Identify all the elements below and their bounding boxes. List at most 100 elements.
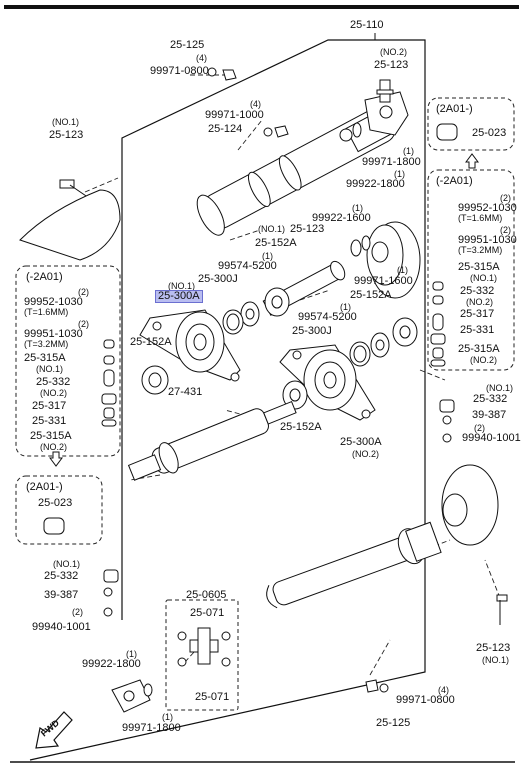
qty-label: (1) bbox=[403, 146, 414, 156]
part-label[interactable]: 25-123 bbox=[374, 59, 409, 71]
group-label-25-0605[interactable]: 25-0605 bbox=[186, 589, 227, 601]
part-label[interactable]: 25-300J bbox=[292, 325, 332, 337]
part-label[interactable]: 25-332 bbox=[460, 285, 495, 297]
part-label[interactable]: 25-023 bbox=[38, 497, 73, 509]
bearing-a bbox=[264, 287, 290, 317]
qty-label: (2) bbox=[474, 423, 485, 433]
bearing-b bbox=[141, 365, 169, 395]
box-left-outline bbox=[15, 265, 121, 457]
qty-label: (4) bbox=[196, 53, 207, 63]
part-label[interactable]: 25-023 bbox=[472, 127, 507, 139]
part-label[interactable]: 99940-1001 bbox=[32, 621, 91, 633]
thickness-note: (T=1.6MM) bbox=[24, 307, 69, 317]
part-label[interactable]: 25-124 bbox=[208, 123, 243, 135]
nut-25124 bbox=[274, 125, 289, 138]
fwd-arrow bbox=[35, 711, 73, 749]
note-label: (NO.1) bbox=[36, 364, 63, 374]
qty-label: (1) bbox=[394, 169, 405, 179]
part-label[interactable]: 25-152A bbox=[130, 336, 172, 348]
part-label[interactable]: 25-315A bbox=[458, 261, 500, 273]
part-label[interactable]: 25-123 bbox=[49, 129, 84, 141]
note-label: (NO.2) bbox=[466, 297, 493, 307]
part-label[interactable]: 25-332 bbox=[44, 570, 79, 582]
part-label[interactable]: 99971-1800 bbox=[122, 722, 181, 734]
part-label[interactable]: 25-317 bbox=[32, 400, 67, 412]
part-label[interactable]: 39-387 bbox=[44, 589, 79, 601]
ujoint-box-outline bbox=[165, 599, 239, 711]
part-label[interactable]: 25-331 bbox=[32, 415, 67, 427]
box-code: (-2A01) bbox=[26, 271, 63, 283]
ring-c bbox=[349, 341, 371, 367]
part-label[interactable]: 99922-1600 bbox=[312, 212, 371, 224]
part-label[interactable]: 25-315A bbox=[30, 430, 72, 442]
note-label: (NO.1) bbox=[482, 655, 509, 665]
qty-label: (1) bbox=[397, 265, 408, 275]
part-label[interactable]: 25-125 bbox=[376, 717, 411, 729]
part-label[interactable]: 25-071 bbox=[190, 607, 225, 619]
washer-top bbox=[207, 67, 217, 77]
part-label[interactable]: 25-125 bbox=[170, 39, 205, 51]
nut-25125 bbox=[222, 69, 237, 81]
note-label: (NO.1) bbox=[258, 224, 285, 234]
part-label[interactable]: 25-300A bbox=[340, 436, 382, 448]
part-label[interactable]: 99922-1800 bbox=[82, 658, 141, 670]
part-label[interactable]: 99574-5200 bbox=[298, 311, 357, 323]
seal-c bbox=[370, 332, 390, 358]
center-bearing-rubber bbox=[366, 221, 421, 299]
box-code: (-2A01) bbox=[436, 175, 473, 187]
qty-label: (4) bbox=[250, 99, 261, 109]
part-label[interactable]: 25-152A bbox=[280, 421, 322, 433]
qty-label: (2) bbox=[78, 287, 89, 297]
part-label[interactable]: 99952-1030 bbox=[458, 202, 517, 214]
part-label[interactable]: 99971-1800 bbox=[362, 156, 421, 168]
part-label[interactable]: 25-315A bbox=[24, 352, 66, 364]
part-label[interactable]: 25-332 bbox=[473, 393, 508, 405]
part-label[interactable]: 25-152A bbox=[255, 237, 297, 249]
group-label-25-110: 25-110 bbox=[350, 19, 384, 31]
center-bearing-support-2 bbox=[279, 344, 376, 421]
box-code: (2A01-) bbox=[436, 103, 473, 115]
part-label[interactable]: 99971-0800 bbox=[396, 694, 455, 706]
part-label-highlighted[interactable]: 25-300A bbox=[155, 290, 203, 303]
part-label[interactable]: 25-071 bbox=[195, 691, 230, 703]
part-label[interactable]: 99971-0800 bbox=[150, 65, 209, 77]
qty-label: (2) bbox=[500, 193, 511, 203]
top-rule bbox=[4, 5, 519, 9]
universal-joint bbox=[177, 627, 231, 667]
part-label[interactable]: 25-332 bbox=[36, 376, 71, 388]
part-label[interactable]: 25-123 bbox=[290, 223, 325, 235]
thickness-note: (T=3.2MM) bbox=[458, 245, 503, 255]
bearing-c bbox=[392, 317, 418, 347]
part-label[interactable]: 99952-1030 bbox=[24, 296, 83, 308]
ring-a bbox=[222, 309, 244, 335]
part-label[interactable]: 25-152A bbox=[350, 289, 392, 301]
part-label[interactable]: 99922-1800 bbox=[346, 178, 405, 190]
part-label[interactable]: 25-300J bbox=[198, 273, 238, 285]
part-label[interactable]: 25-317 bbox=[460, 308, 495, 320]
part-label[interactable]: 99951-1030 bbox=[24, 328, 83, 340]
group-outline bbox=[29, 39, 426, 761]
part-label[interactable]: 99951-1030 bbox=[458, 234, 517, 246]
part-label[interactable]: 39-387 bbox=[472, 409, 507, 421]
part-label[interactable]: 99971-1600 bbox=[354, 275, 413, 287]
qty-label: (4) bbox=[438, 685, 449, 695]
rear-shaft bbox=[266, 521, 442, 609]
part-label[interactable]: 99971-1000 bbox=[205, 109, 264, 121]
seal-a bbox=[240, 301, 260, 327]
part-label[interactable]: 99574-5200 bbox=[218, 260, 277, 272]
part-label[interactable]: 25-331 bbox=[460, 324, 495, 336]
note-label: (NO.2) bbox=[40, 388, 67, 398]
part-label[interactable]: 25-315A bbox=[458, 343, 500, 355]
differential bbox=[441, 464, 499, 546]
note-label: (NO.2) bbox=[352, 449, 379, 459]
qty-label: (2) bbox=[72, 607, 83, 617]
part-label[interactable]: 27-431 bbox=[168, 386, 203, 398]
note-label: (NO.1) bbox=[470, 273, 497, 283]
box-right-outline bbox=[427, 169, 515, 371]
bearing-d bbox=[282, 380, 308, 410]
part-label[interactable]: 99940-1001 bbox=[462, 432, 521, 444]
qty-label: (1) bbox=[126, 649, 137, 659]
note-label: (NO.2) bbox=[380, 47, 407, 57]
part-label[interactable]: 25-123 bbox=[476, 642, 511, 654]
